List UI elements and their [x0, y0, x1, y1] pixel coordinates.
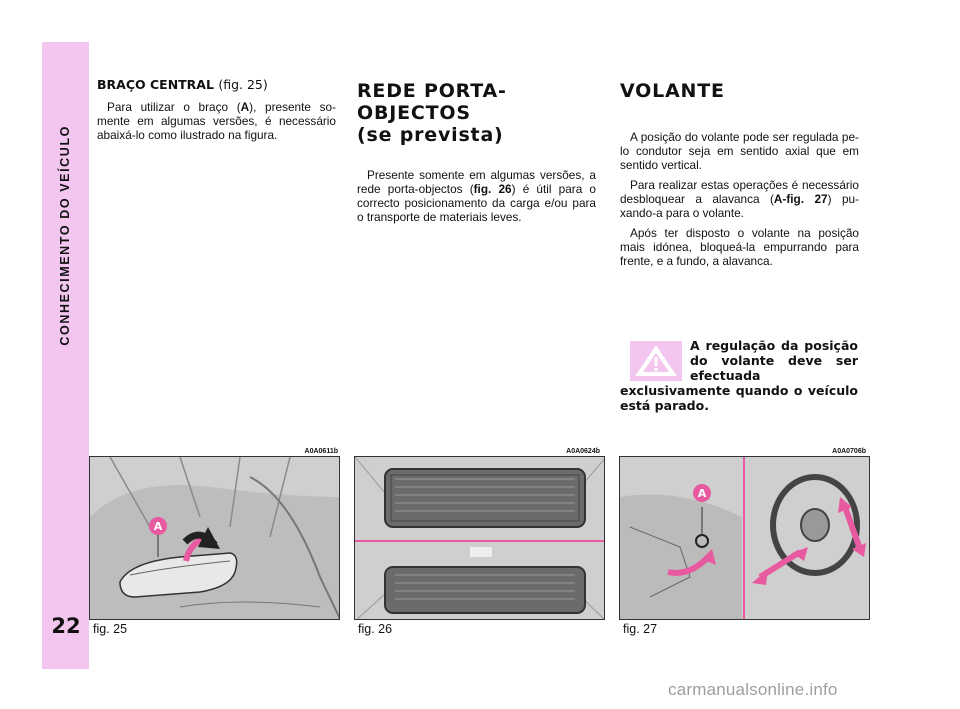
page-number: 22 [51, 614, 81, 638]
figure-26-label: fig. 26 [358, 622, 393, 636]
steering-heading: VOLANTE [620, 80, 725, 102]
figure-code-26: A0A0624b [566, 448, 600, 455]
watermark: carmanualsonline.info [668, 680, 838, 699]
figure-25-armrest: A [89, 456, 340, 620]
figure-27-steering: A [619, 456, 870, 620]
warning-icon [630, 341, 682, 381]
figure-25-label: fig. 25 [93, 622, 128, 636]
column-armrest: BRAÇO CENTRAL (fig. 25) Para utilizar o … [97, 77, 336, 143]
net-paragraph: Presente somente em algumas versões, a r… [357, 168, 596, 224]
steering-paragraph-2: Para realizar estas operações é necessár… [620, 178, 859, 220]
section-title: CONHECIMENTO DO VEÍCULO [58, 124, 72, 346]
armrest-heading: BRAÇO CENTRAL (fig. 25) [97, 77, 268, 92]
figure-27-callout: A [698, 487, 707, 500]
figure-code-25: A0A0611b [304, 448, 338, 455]
figure-26-net [354, 456, 605, 620]
figure-25-callout: A [154, 520, 163, 533]
net-heading: REDE PORTA- OBJECTOS (se prevista) [357, 80, 507, 146]
warning-note: A regulação da posição do volante deve s… [620, 338, 858, 413]
armrest-paragraph: Para utilizar o braço (A), presente so-m… [97, 100, 336, 142]
steering-paragraph-3: Após ter disposto o volante na posição m… [620, 226, 859, 268]
steering-paragraph-1: A posição do volante pode ser regulada p… [620, 130, 859, 172]
figure-code-27: A0A0706b [832, 448, 866, 455]
column-net: REDE PORTA- OBJECTOS (se prevista) Prese… [357, 80, 596, 224]
column-steering: VOLANTE A posição do volante pode ser re… [620, 80, 859, 268]
sidebar-band [42, 42, 89, 669]
figure-27-label: fig. 27 [623, 622, 658, 636]
